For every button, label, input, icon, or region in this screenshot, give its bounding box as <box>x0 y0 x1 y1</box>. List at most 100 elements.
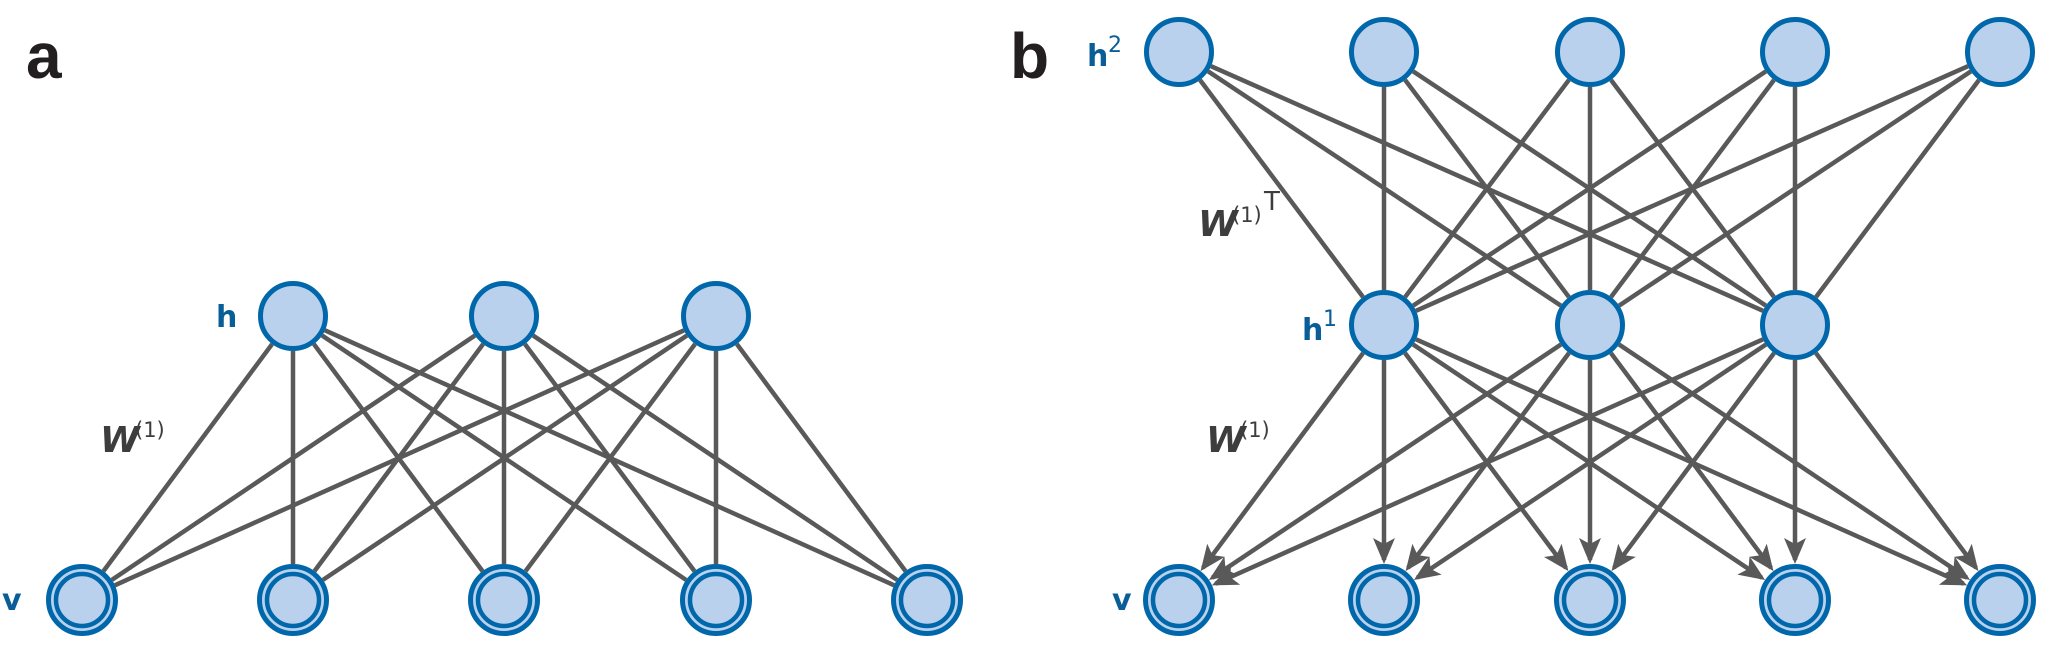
panel-a-visible-unit-3 <box>468 564 540 636</box>
panel-b-letter: b <box>1010 20 1049 92</box>
panel-b-upper-weight-label: W (1) T <box>1198 187 1280 245</box>
node-outer-ring <box>1554 564 1626 636</box>
edge-h3-v1 <box>113 328 685 588</box>
panel-a-v-label: v <box>2 583 22 618</box>
node-outer-ring <box>46 564 118 636</box>
edge-h2-3-h1-1 <box>1403 78 1571 299</box>
node-circle <box>1349 17 1419 87</box>
node-circle <box>1760 290 1830 360</box>
panel-b-h2-label: h 2 <box>1087 33 1122 74</box>
panel-b-upper-weight-symbol: W <box>1198 204 1240 245</box>
node-inner-ring <box>1971 571 2029 629</box>
panel-a-visible-unit-4 <box>680 564 752 636</box>
node-outer-ring <box>891 564 963 636</box>
node-inner-ring <box>1150 571 1208 629</box>
node-circle <box>1555 17 1625 87</box>
panel-b-h1-label-superscript: 1 <box>1323 307 1337 332</box>
panel-a-hidden-unit-3 <box>681 281 751 351</box>
panel-b-h1-unit-1 <box>1349 290 1419 360</box>
node-circle <box>258 281 328 351</box>
node-outer-ring <box>1143 564 1215 636</box>
panel-b-edges <box>1198 64 1981 586</box>
panel-a-h-label: h <box>216 300 237 335</box>
panel-b-visible-unit-2 <box>1348 564 1420 636</box>
panel-b-visible-unit-5 <box>1964 564 2036 636</box>
panel-a-nodes <box>46 281 963 636</box>
node-circle <box>1555 290 1625 360</box>
panel-b-h2-label-base: h <box>1087 39 1108 74</box>
panel-a-visible-unit-5 <box>891 564 963 636</box>
panel-a-weight-label: W (1) <box>100 418 165 461</box>
panel-b-h1-unit-3 <box>1760 290 1830 360</box>
edge-h2-5-h1-1 <box>1415 64 1969 313</box>
node-inner-ring <box>1766 571 1824 629</box>
panel-b-visible-unit-1 <box>1143 564 1215 636</box>
node-outer-ring <box>1964 564 2036 636</box>
node-circle <box>469 281 539 351</box>
panel-b-h1-label-base: h <box>1302 313 1323 348</box>
panel-a-weight-symbol: W <box>100 420 142 461</box>
panel-b-lower-weight-symbol: W <box>1206 420 1248 461</box>
panel-b-h2-unit-4 <box>1760 17 1830 87</box>
panel-b-upper-weight-transpose: T <box>1263 187 1280 217</box>
edge-h2-4-h1-1 <box>1411 69 1768 308</box>
edge-h3-v3 <box>523 342 697 573</box>
panel-b-h1-label: h 1 <box>1302 307 1337 348</box>
arrow-h1-1-v3 <box>1403 351 1569 572</box>
node-inner-ring <box>687 571 745 629</box>
arrow-h1-3-v1 <box>1211 337 1764 586</box>
edge-h2-5-h1-3 <box>1814 78 1981 299</box>
node-inner-ring <box>264 571 322 629</box>
panel-b-h2-unit-1 <box>1144 17 1214 87</box>
panel-b: b h 2 h 1 v W (1) T W (1) <box>1010 17 2036 636</box>
node-outer-ring <box>1759 564 1831 636</box>
panel-a-hidden-unit-1 <box>258 281 328 351</box>
node-circle <box>1760 17 1830 87</box>
node-inner-ring <box>1561 571 1619 629</box>
arrow-h1-3-v3 <box>1611 351 1776 572</box>
panel-a-edges <box>101 328 908 588</box>
edge-h2-5-h1-2 <box>1617 69 1973 308</box>
node-inner-ring <box>53 571 111 629</box>
panel-a-hidden-unit-2 <box>469 281 539 351</box>
arrow-h1-3-v2 <box>1413 342 1768 580</box>
arrow-h1-3-v5 <box>1814 351 1979 572</box>
panel-b-h2-unit-5 <box>1965 17 2035 87</box>
panel-b-upper-weight-superscript: (1) <box>1232 203 1262 227</box>
node-circle <box>1965 17 2035 87</box>
node-outer-ring <box>257 564 329 636</box>
panel-b-lower-weight-superscript: (1) <box>1240 418 1270 442</box>
node-outer-ring <box>468 564 540 636</box>
edge-h3-v5 <box>735 342 908 573</box>
node-circle <box>1349 290 1419 360</box>
node-inner-ring <box>898 571 956 629</box>
panel-b-h2-unit-2 <box>1349 17 1419 87</box>
edge-h2-1-h1-1 <box>1198 78 1365 299</box>
panel-b-nodes <box>1143 17 2036 636</box>
node-circle <box>1144 17 1214 87</box>
panel-b-visible-unit-3 <box>1554 564 1626 636</box>
panel-b-h1-unit-2 <box>1555 290 1625 360</box>
panel-a-visible-unit-1 <box>46 564 118 636</box>
panel-b-v-label: v <box>1112 583 1132 618</box>
node-inner-ring <box>1355 571 1413 629</box>
arrow-h1-2-v4 <box>1609 351 1774 572</box>
node-outer-ring <box>680 564 752 636</box>
panel-b-visible-unit-4 <box>1759 564 1831 636</box>
panel-a: a h v W (1) <box>2 20 963 636</box>
panel-a-weight-superscript: (1) <box>135 418 165 442</box>
edge-h2-v1 <box>110 333 477 582</box>
arrow-h1-1-v4 <box>1411 342 1766 580</box>
arrow-h1-2-v1 <box>1208 342 1563 580</box>
node-inner-ring <box>475 571 533 629</box>
edge-h3-v2 <box>321 333 689 582</box>
panel-b-lower-weight-label: W (1) <box>1206 418 1270 461</box>
arrow-h1-1-v1 <box>1200 351 1365 572</box>
node-outer-ring <box>1348 564 1420 636</box>
panel-a-letter: a <box>26 20 62 92</box>
edge-h1-v1 <box>101 342 274 573</box>
node-circle <box>681 281 751 351</box>
panel-a-visible-unit-2 <box>257 564 329 636</box>
panel-b-h2-label-superscript: 2 <box>1108 33 1122 58</box>
